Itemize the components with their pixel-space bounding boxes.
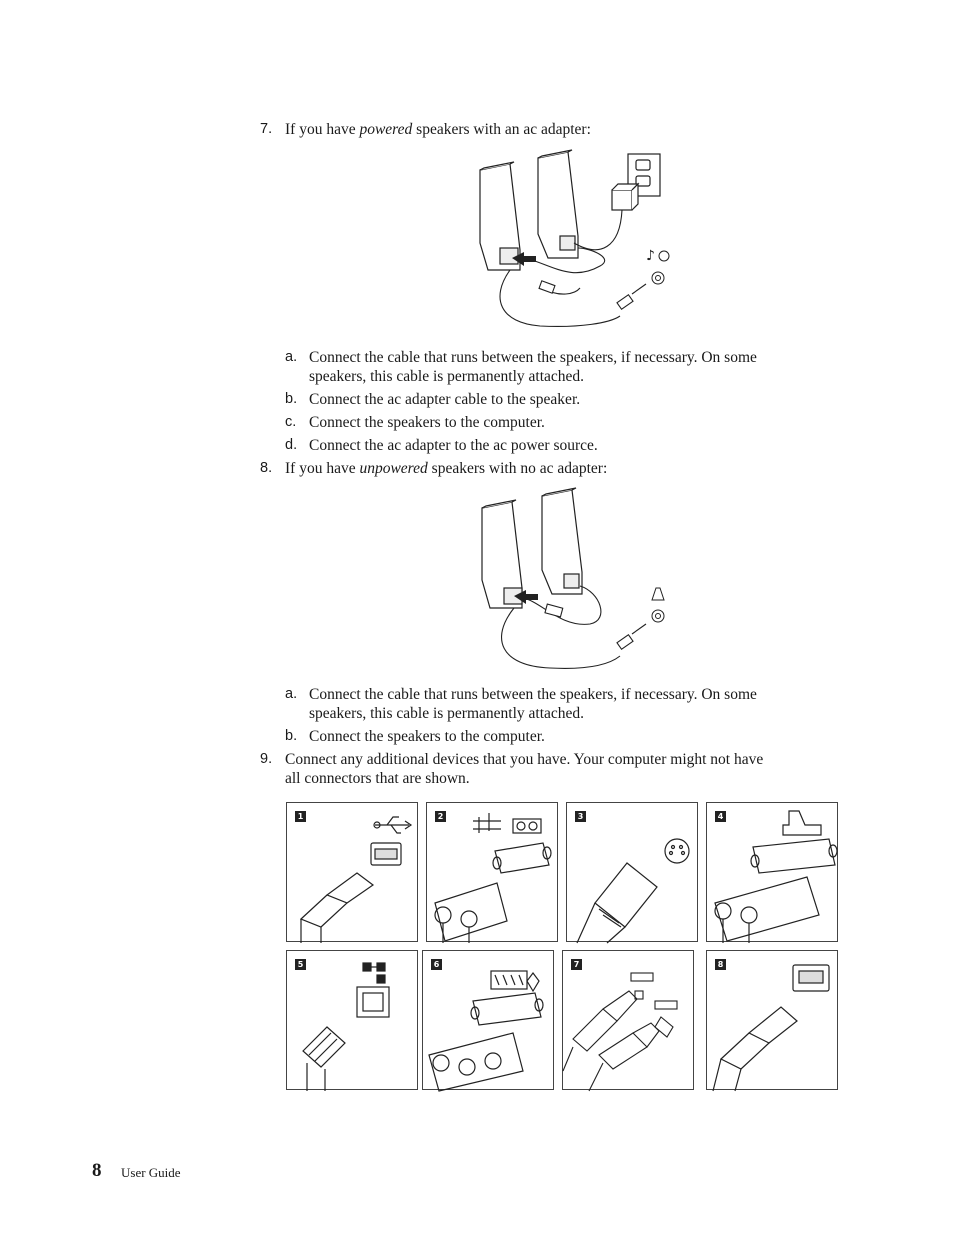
step-8-number: 8. — [260, 460, 273, 476]
connector-panel-8: 8 — [706, 950, 838, 1092]
connector-panel-3: 3 — [566, 802, 698, 944]
step-8b-letter: b. — [285, 728, 298, 744]
connector-panel-6: 6 — [422, 950, 554, 1092]
step-7a-line1: Connect the cable that runs between the … — [309, 349, 757, 366]
step-8-text: If you have unpowered speakers with no a… — [285, 460, 608, 477]
step-7b-line1: Connect the ac adapter cable to the spea… — [309, 391, 581, 408]
step-7b-letter: b. — [285, 391, 298, 407]
usb-icon — [299, 816, 413, 943]
firewire-icon — [562, 972, 678, 1092]
step-7-text: If you have powered speakers with an ac … — [285, 121, 591, 138]
unpowered-speakers-illustration — [481, 487, 665, 669]
connector-panel-1: 1 — [286, 802, 418, 943]
step-7a-letter: a. — [285, 349, 298, 365]
step-9-line1: Connect any additional devices that you … — [285, 751, 764, 768]
svideo-icon — [576, 838, 690, 944]
printer-parallel-icon — [714, 810, 838, 943]
step-7d-line1: Connect the ac adapter to the ac power s… — [309, 437, 598, 454]
panel-badge: 5 — [295, 959, 306, 970]
ethernet-icon — [302, 962, 390, 1091]
step-9-number: 9. — [260, 751, 273, 767]
connector-panel-4: 4 — [706, 802, 838, 943]
step-8a-letter: a. — [285, 686, 298, 702]
step-8-emphasis: unpowered — [359, 460, 428, 477]
panel-badge: 7 — [571, 959, 582, 970]
panel-badge: 1 — [295, 811, 306, 822]
panel-badge: 4 — [715, 811, 726, 822]
connector-panel-2: 2 — [426, 802, 558, 943]
step-9-line2: all connectors that are shown. — [285, 770, 470, 787]
panel-badge: 8 — [715, 959, 726, 970]
connector-panel-5: 5 — [286, 950, 418, 1091]
step-8a-line1: Connect the cable that runs between the … — [309, 686, 757, 703]
panel-badge: 6 — [431, 959, 442, 970]
serial-icon — [434, 813, 552, 943]
step-8b-line1: Connect the speakers to the computer. — [309, 728, 545, 745]
footer-label: User Guide — [121, 1165, 181, 1180]
step-7-number: 7. — [260, 121, 273, 137]
usb-icon — [712, 964, 830, 1092]
panel-badge: 2 — [435, 811, 446, 822]
step-7-emphasis: powered — [359, 121, 413, 138]
panel-badge: 3 — [575, 811, 586, 822]
connector-panel-7: 7 — [562, 950, 694, 1092]
step-7a-line2: speakers, this cable is permanently atta… — [309, 368, 585, 385]
monitor-vga-icon — [428, 970, 544, 1092]
svg-text:♪: ♪ — [646, 248, 655, 264]
step-8a-line2: speakers, this cable is permanently atta… — [309, 705, 585, 722]
step-7d-letter: d. — [285, 437, 298, 453]
page-number: 8 — [92, 1160, 102, 1181]
step-7c-letter: c. — [285, 414, 297, 430]
step-7c-line1: Connect the speakers to the computer. — [309, 414, 545, 431]
powered-speakers-illustration: ♪ — [479, 149, 670, 327]
